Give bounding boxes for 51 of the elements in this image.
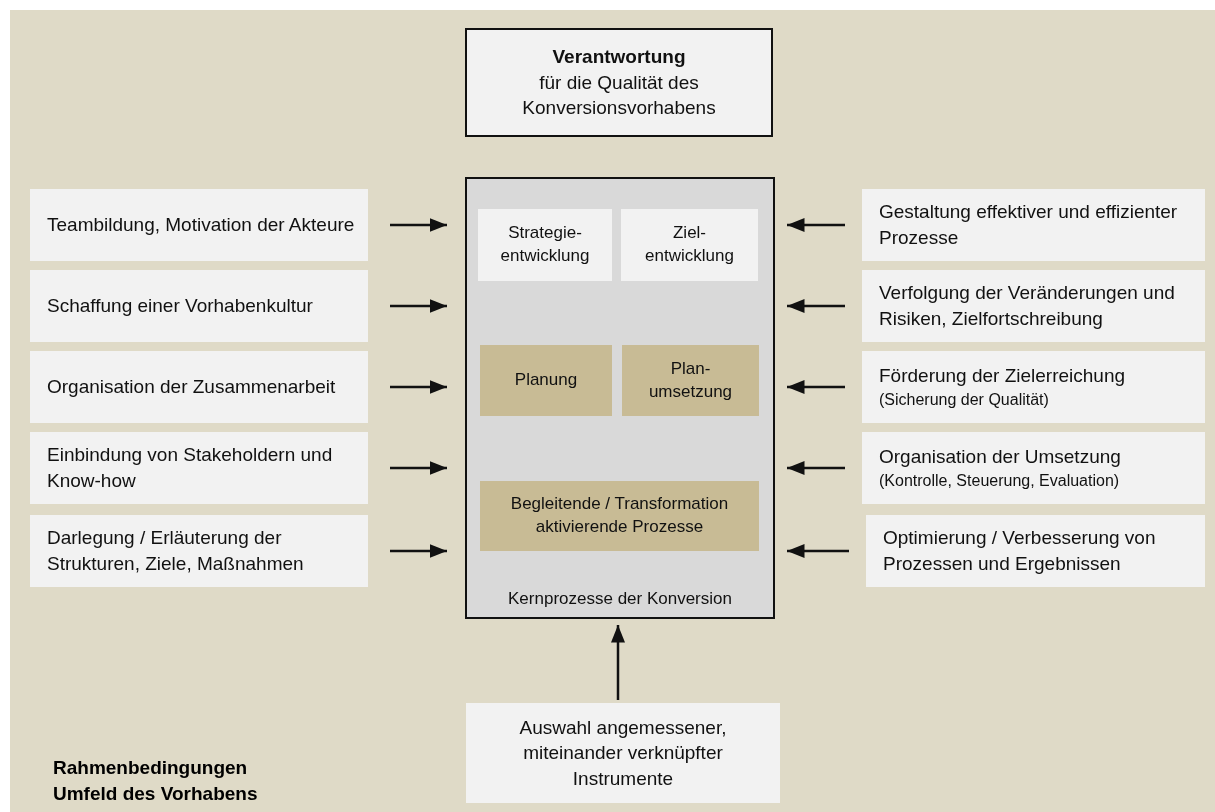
text-box xyxy=(862,189,1205,261)
arrow xyxy=(390,380,447,394)
process-box xyxy=(480,345,612,416)
box-text: Organisation der Umsetzung xyxy=(879,445,1121,470)
box-text: Strategie- entwicklung xyxy=(499,222,591,267)
arrow xyxy=(787,544,849,558)
process-box xyxy=(480,481,759,551)
arrow xyxy=(787,380,845,394)
text-box xyxy=(466,703,780,803)
box-text: Verfolgung der Veränderungen und Risiken, Zielfortschreibung xyxy=(879,281,1176,331)
arrow xyxy=(787,299,845,313)
box-text: Ziel- entwicklung xyxy=(644,222,735,267)
core-process-panel xyxy=(465,177,775,619)
box-subtext: (Kontrolle, Steuerung, Evaluation) xyxy=(879,471,1120,491)
text-box xyxy=(30,515,368,587)
text-box xyxy=(465,28,773,137)
arrow xyxy=(390,544,447,558)
arrow xyxy=(390,461,447,475)
process-box xyxy=(478,209,612,281)
box-text: Begleitende / Transformation aktivierende Prozesse xyxy=(509,493,730,538)
arrow xyxy=(390,299,447,313)
box-text: Planung xyxy=(514,369,578,392)
box-body-text: für die Qualität des Konversionsvorhabens xyxy=(521,70,717,121)
box-subtext: (Sicherung der Qualität) xyxy=(879,390,1049,410)
panel-caption: Kernprozesse der Konversion xyxy=(508,588,732,611)
box-text: Einbindung von Stakeholdern und Know-how xyxy=(47,443,334,493)
text-box xyxy=(30,189,368,261)
footnote-text: Rahmenbedingungen Umfeld des Vorhabens xyxy=(53,756,259,806)
box-text: Auswahl angemessener, miteinander verknüpfter Instrumente xyxy=(518,715,728,791)
text-box xyxy=(862,351,1205,423)
arrow xyxy=(390,218,447,232)
process-box xyxy=(622,345,759,416)
box-text: Darlegung / Erläuterung der Strukturen, Ziele, Maßnahmen xyxy=(47,526,305,576)
box-text: Schaffung einer Vorhabenkultur xyxy=(47,294,313,319)
box-text: Teambildung, Motivation der Akteure xyxy=(47,213,355,238)
box-text: Förderung der Zielerreichung xyxy=(879,364,1126,389)
box-text: Gestaltung effektiver und effizienter Prozesse xyxy=(879,200,1179,250)
text-box xyxy=(862,432,1205,504)
text-box xyxy=(30,432,368,504)
box-text: Organisation der Zusammenarbeit xyxy=(47,375,336,400)
box-heading: Verantwortung xyxy=(552,45,686,70)
text-box xyxy=(862,270,1205,342)
box-text: Optimierung / Verbesserung von Prozessen und Ergebnissen xyxy=(883,526,1157,576)
text-box xyxy=(30,351,368,423)
text-box xyxy=(30,270,368,342)
arrow xyxy=(787,461,845,475)
box-text: Plan- umsetzung xyxy=(647,357,734,403)
text-box xyxy=(866,515,1205,587)
arrow xyxy=(787,218,845,232)
process-box xyxy=(621,209,758,281)
arrow xyxy=(611,625,625,700)
